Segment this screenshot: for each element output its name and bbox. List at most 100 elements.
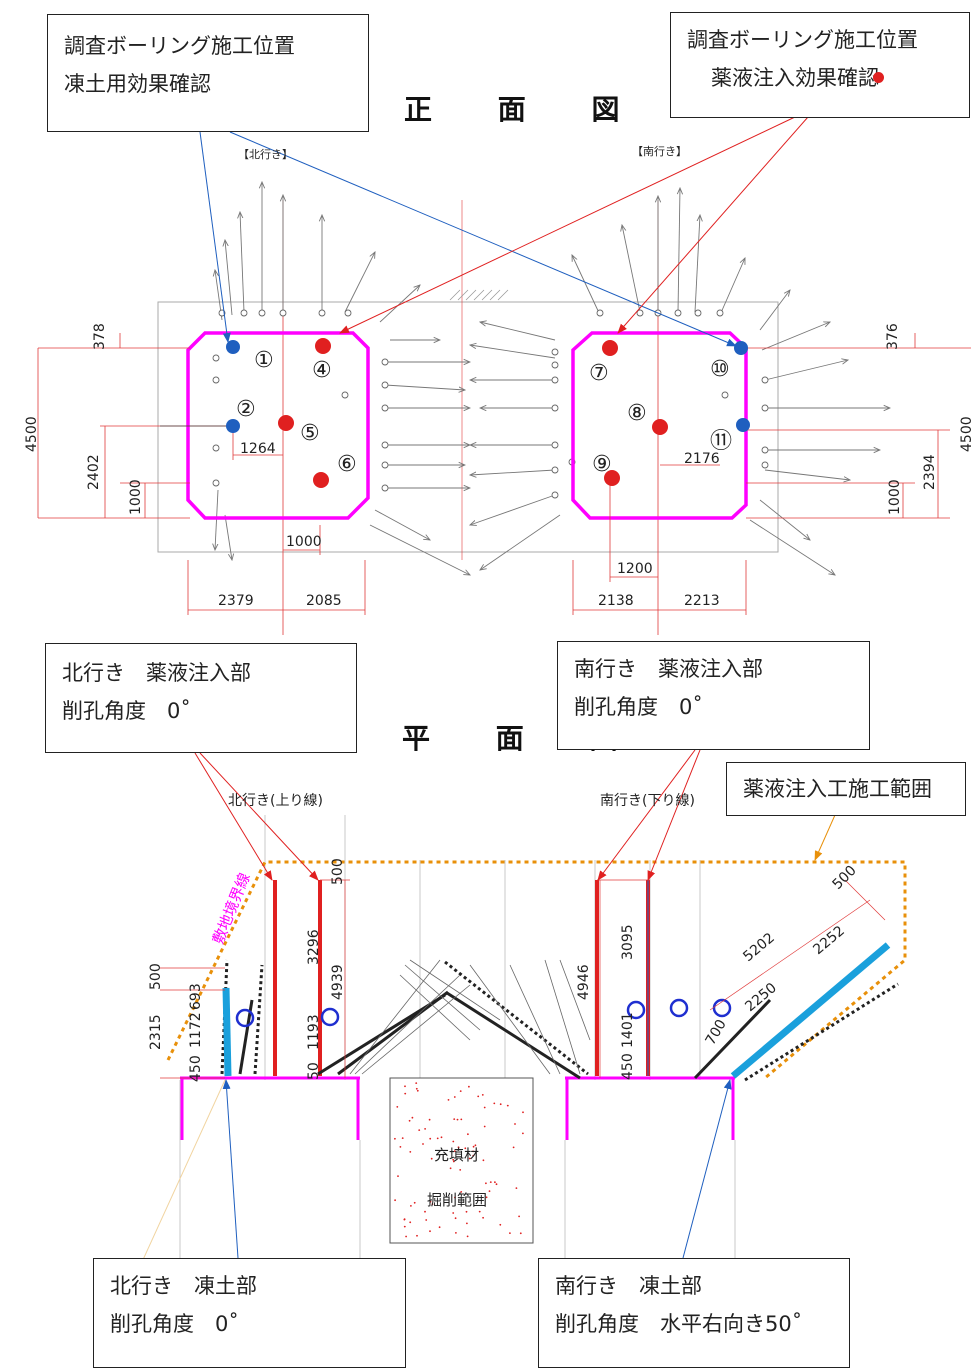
callout-south-grout-line1: 南行き 薬液注入部 — [574, 657, 763, 681]
south-line-label: 南行き(下り線) — [600, 793, 695, 809]
speckle — [466, 1235, 469, 1238]
plan-check-circles — [235, 998, 732, 1028]
speckle — [404, 1092, 407, 1095]
marker-6: ⑥ — [337, 452, 357, 477]
speckle — [460, 1191, 463, 1193]
plan-view: 北行き(上り線) 南行き(下り線) 敷地境界線 充填材 掘削範囲 500 329… — [94, 749, 907, 1365]
speckle — [403, 1225, 406, 1228]
speckle — [483, 1125, 486, 1128]
speckle — [459, 1169, 462, 1171]
callout-south-freeze: 南行き 凍土部 削孔角度 水平右向き50˚ — [538, 1258, 850, 1368]
dim-500-left: 500 — [148, 963, 164, 990]
callout-survey-left-line2: 凍土用効果確認 — [64, 72, 211, 96]
speckle — [447, 1099, 450, 1101]
dotted-bars — [220, 959, 899, 1082]
speckle — [483, 1106, 486, 1109]
dim-3296: 3296 — [306, 929, 322, 965]
marker-labels: ① ② ④ ⑤ ⑥ ⑦ ⑧ ⑨ ⑩ ⑪ — [236, 348, 732, 477]
speckle — [459, 1090, 462, 1092]
north-tunnel-outline — [186, 331, 370, 520]
leader-survey-right-1 — [339, 116, 796, 334]
marker-2: ② — [236, 397, 256, 422]
front-view: 【北行き】 【南行き】 ① ② ④ ⑤ ⑥ ⑦ ⑧ ⑨ ⑩ ⑪ 378 376 … — [24, 116, 971, 635]
speckle — [401, 1137, 404, 1139]
speckle — [405, 1235, 407, 1238]
leader-grout-range — [814, 814, 836, 861]
speckle — [472, 1154, 475, 1157]
speckle — [467, 1133, 469, 1136]
speckle — [515, 1187, 518, 1189]
speckle — [485, 1182, 487, 1185]
callout-survey-left: 調査ボーリング施工位置 凍土用効果確認 — [47, 14, 369, 132]
leader-south-grout-1 — [597, 749, 696, 881]
speckle — [482, 1216, 484, 1219]
dim-2394: 2394 — [922, 454, 938, 490]
speckle — [474, 1144, 477, 1147]
speckle — [429, 1230, 431, 1233]
callout-south-freeze-line2: 削孔角度 水平右向き50˚ — [555, 1312, 803, 1336]
marker-10: ⑩ — [710, 357, 730, 382]
leader-survey-right-2 — [617, 116, 809, 334]
south-radiating-holes — [470, 188, 890, 575]
plan-dimension-labels: 500 3296 4939 500 2315 1172 693 450 1193… — [148, 858, 860, 1082]
speckle — [457, 1146, 460, 1149]
callout-south-grout-line2: 削孔角度 0˚ — [574, 695, 703, 719]
callout-survey-right-line2: 薬液注入効果確認 — [711, 66, 879, 90]
speckle — [472, 1150, 474, 1153]
leader-survey-left-2 — [229, 131, 737, 347]
marker-4: ④ — [312, 358, 332, 383]
marker-9: ⑨ — [592, 452, 612, 477]
speckle — [456, 1118, 459, 1121]
freeze-check-points — [226, 340, 750, 433]
speckle — [430, 1157, 433, 1160]
speckle — [397, 1175, 399, 1177]
dim-693: 693 — [188, 983, 204, 1010]
speckle — [453, 1118, 456, 1120]
marker-8: ⑧ — [627, 401, 647, 426]
front-dimension-labels: 378 376 4500 4500 2402 2394 1000 1000 12… — [24, 323, 971, 609]
speckle — [409, 1151, 412, 1153]
fill-label: 充填材 — [434, 1146, 479, 1164]
callout-survey-left-line1: 調査ボーリング施工位置 — [64, 34, 295, 58]
speckle — [464, 1147, 467, 1150]
speckle — [396, 1106, 399, 1108]
speckle — [468, 1085, 470, 1088]
freeze-pipe-south — [730, 942, 891, 1079]
speckle — [404, 1085, 406, 1088]
fill-speckles — [394, 1082, 524, 1238]
callout-north-grout: 北行き 薬液注入部 削孔角度 0˚ — [45, 643, 357, 753]
speckle — [522, 1111, 524, 1114]
dim-1264: 1264 — [240, 441, 276, 457]
speckle — [411, 1116, 414, 1119]
dim-3095: 3095 — [620, 924, 636, 960]
speckle — [424, 1128, 426, 1130]
front-view-title: 正 面 図 — [404, 93, 648, 126]
dim-50: 50 — [306, 1062, 322, 1080]
speckle — [438, 1226, 441, 1229]
dim-1000-right: 1000 — [887, 479, 903, 515]
speckle — [394, 1199, 396, 1202]
speckle — [481, 1094, 484, 1096]
grout-range-outline — [166, 860, 907, 1080]
speckle — [449, 1167, 452, 1170]
marker-5: ⑤ — [300, 421, 320, 446]
speckle — [518, 1215, 520, 1218]
marker-1: ① — [254, 348, 274, 373]
speckle — [514, 1123, 516, 1125]
speckle — [431, 1203, 434, 1205]
front-outline — [157, 301, 779, 553]
speckle — [452, 1160, 455, 1163]
speckle — [465, 1210, 468, 1213]
speckle — [422, 1143, 424, 1145]
south-tunnel-outline — [571, 331, 748, 520]
south-tag: 【南行き】 — [632, 145, 687, 158]
speckle — [410, 1205, 412, 1207]
speckle — [452, 1140, 455, 1143]
speckle — [424, 1210, 426, 1213]
callout-grout-range: 薬液注入工施工範囲 — [726, 762, 966, 816]
dim-2379: 2379 — [218, 593, 254, 609]
speckle — [460, 1118, 463, 1121]
speckle — [425, 1219, 428, 1221]
dim-450-left: 450 — [188, 1055, 204, 1082]
callout-north-freeze-line1: 北行き 凍土部 — [110, 1274, 257, 1298]
